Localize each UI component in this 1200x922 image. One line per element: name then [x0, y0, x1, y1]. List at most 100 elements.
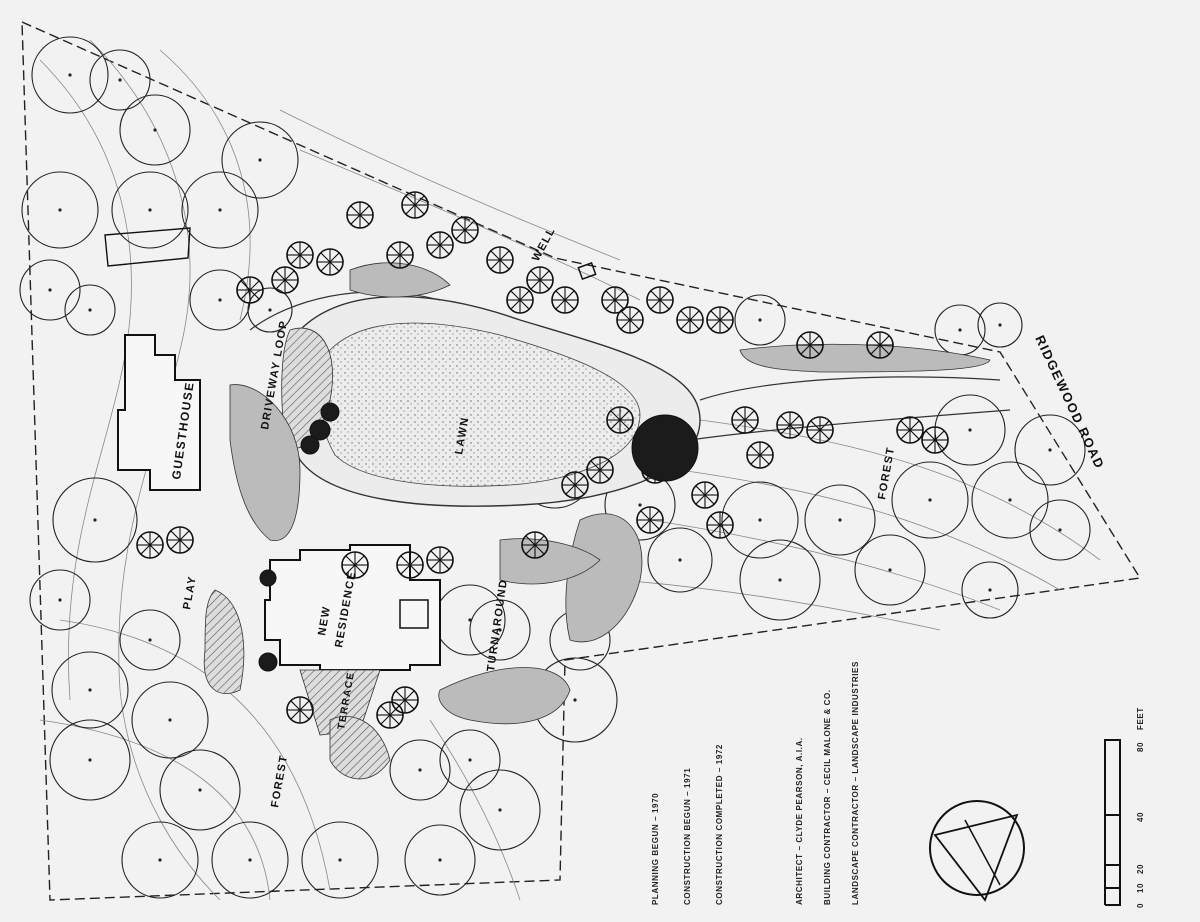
canopy-tree	[459, 769, 541, 851]
ornamental-tree	[286, 241, 314, 269]
tree-trunk-dot	[158, 858, 162, 862]
canopy-tree	[181, 171, 259, 249]
tree-trunk-dot	[498, 808, 502, 812]
tree-trunk-dot	[148, 638, 152, 642]
scale-tick-0: 0	[1136, 903, 1145, 908]
canopy-tree	[971, 461, 1049, 539]
tree-trunk-dot	[498, 628, 502, 632]
turnaround-label: TURNAROUND	[485, 578, 510, 673]
canopy-tree	[404, 824, 476, 896]
ornamental-tree	[746, 441, 774, 469]
ornamental-tree	[731, 406, 759, 434]
ornamental-tree	[616, 306, 644, 334]
ornamental-tree	[866, 331, 894, 359]
canopy-tree	[469, 599, 531, 661]
note-building-contractor: BUILDING CONTRACTOR – CECIL MALONE & CO.	[823, 689, 832, 905]
map-labels: RIDGEWOOD ROAD WELL DRIVEWAY LOOP GUESTH…	[169, 225, 1107, 809]
specimen-trees	[258, 402, 699, 672]
tree-trunk-dot	[758, 518, 762, 522]
canopy-tree	[31, 36, 109, 114]
tree-trunk-dot	[1008, 498, 1012, 502]
tree-trunk-dot	[218, 298, 222, 302]
ornamental-tree	[601, 286, 629, 314]
ornamental-tree	[706, 306, 734, 334]
forest-east-label: FOREST	[876, 446, 897, 501]
tree-trunk-dot	[258, 158, 262, 162]
canopy-tree	[221, 121, 299, 199]
canopy-tree	[51, 651, 129, 729]
canopy-tree	[111, 171, 189, 249]
ornamental-tree	[636, 506, 664, 534]
forest-canopy	[19, 36, 1091, 899]
ornamental-trees	[136, 191, 949, 729]
canopy-tree	[119, 609, 181, 671]
ornamental-tree	[166, 526, 194, 554]
north-arrow	[929, 800, 1025, 902]
ornamental-tree	[396, 551, 424, 579]
tree-trunk-dot	[998, 323, 1002, 327]
ornamental-tree	[451, 216, 479, 244]
canopy-tree	[389, 739, 451, 801]
new-residence-label-line1: NEW	[316, 605, 333, 637]
tree-trunk-dot	[1048, 448, 1052, 452]
ornamental-tree	[551, 286, 579, 314]
note-construction-begun: CONSTRUCTION BEGUN – 1971	[683, 768, 692, 905]
tree-trunk-dot	[118, 78, 122, 82]
tree-trunk-dot	[988, 588, 992, 592]
ornamental-tree	[426, 231, 454, 259]
road-label: RIDGEWOOD ROAD	[1032, 333, 1107, 472]
canopy-tree	[29, 569, 91, 631]
ornamental-tree	[426, 546, 454, 574]
tree-trunk-dot	[68, 73, 72, 77]
tree-trunk-dot	[88, 308, 92, 312]
tree-trunk-dot	[93, 518, 97, 522]
ornamental-tree	[236, 276, 264, 304]
tree-trunk-dot	[88, 688, 92, 692]
tree-trunk-dot	[778, 578, 782, 582]
canopy-tree	[211, 821, 289, 899]
ornamental-tree	[606, 406, 634, 434]
ornamental-tree	[921, 426, 949, 454]
tree-trunk-dot	[338, 858, 342, 862]
tree-trunk-dot	[418, 768, 422, 772]
canopy-tree	[891, 461, 969, 539]
tree-trunk-dot	[248, 858, 252, 862]
scale-tick-80: 80	[1136, 742, 1145, 752]
tree-trunk-dot	[198, 788, 202, 792]
well-label: WELL	[530, 225, 558, 263]
canopy-tree	[49, 719, 131, 801]
canopy-tree	[439, 729, 501, 791]
canopy-tree	[131, 681, 209, 759]
tree-trunk-dot	[838, 518, 842, 522]
scale-tick-40: 40	[1136, 812, 1145, 822]
ornamental-tree	[271, 266, 299, 294]
canopy-tree	[301, 821, 379, 899]
note-planning: PLANNING BEGUN – 1970	[651, 793, 660, 905]
tree-trunk-dot	[758, 318, 762, 322]
canopy-tree	[89, 49, 151, 111]
tree-trunk-dot	[168, 718, 172, 722]
ornamental-tree	[676, 306, 704, 334]
tree-trunk-dot	[148, 208, 152, 212]
note-construction-completed: CONSTRUCTION COMPLETED – 1972	[715, 744, 724, 905]
note-architect: ARCHITECT – CLYDE PEARSON, A.I.A.	[795, 737, 804, 905]
large-specimen-tree	[631, 414, 699, 482]
canopy-tree	[52, 477, 138, 563]
outbuilding	[104, 227, 191, 267]
tree-trunk-dot	[678, 558, 682, 562]
canopy-tree	[854, 534, 926, 606]
tree-trunk-dot	[1058, 528, 1062, 532]
tree-trunk-dot	[218, 208, 222, 212]
tree-trunk-dot	[48, 288, 52, 292]
ornamental-tree	[561, 471, 589, 499]
canopy-tree	[961, 561, 1019, 619]
tree-trunk-dot	[58, 208, 62, 212]
tree-trunk-dot	[58, 598, 62, 602]
tree-trunk-dot	[958, 328, 962, 332]
ornamental-tree	[376, 701, 404, 729]
ornamental-tree	[391, 686, 419, 714]
well-symbol	[577, 262, 597, 280]
scale-unit: FEET	[1136, 707, 1145, 730]
forest-south-label: FOREST	[269, 754, 290, 809]
tree-trunk-dot	[888, 568, 892, 572]
